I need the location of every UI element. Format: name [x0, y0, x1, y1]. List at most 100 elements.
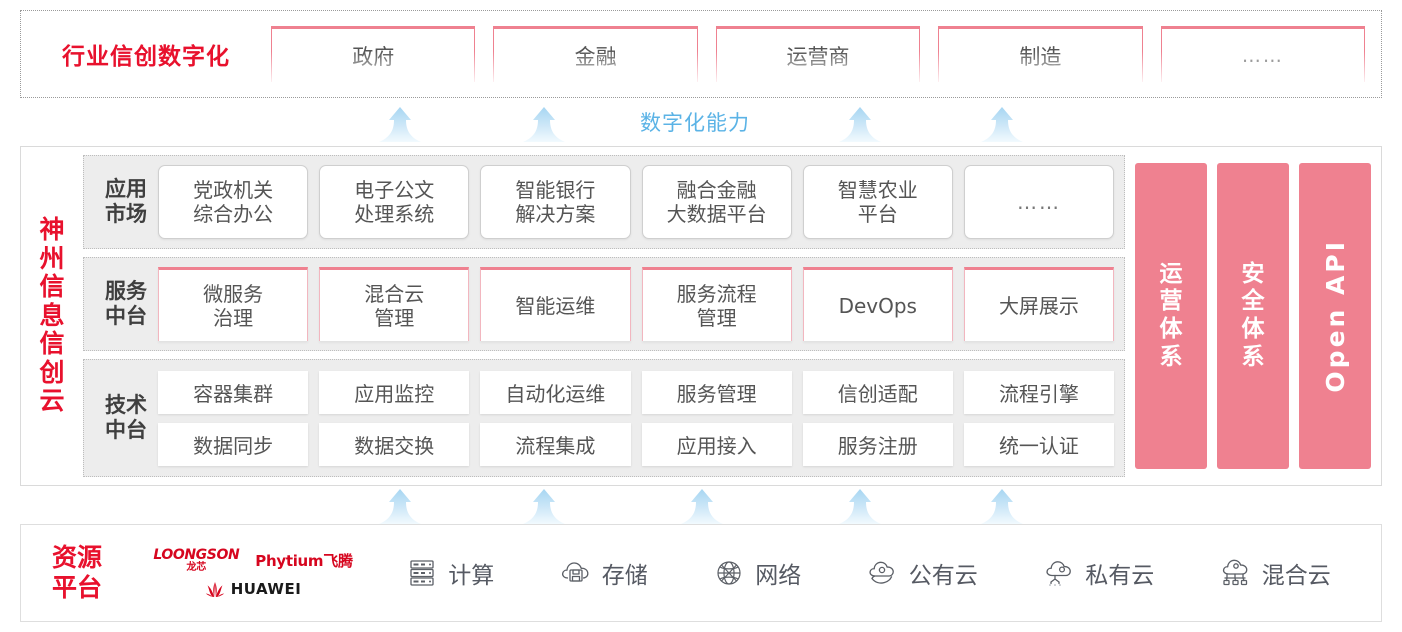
- pillar-label-char: 安: [1241, 260, 1265, 287]
- technical-card-grid: 容器集群 应用监控 自动化运维 服务管理 信创适配 流程引擎 数据同步 数据交换…: [158, 370, 1115, 466]
- pillar-label-char: 全: [1241, 288, 1265, 315]
- industry-box-label: ……: [1241, 44, 1284, 67]
- huawei-logo-text: HUAWEI: [230, 580, 302, 598]
- resource-item-private-cloud[interactable]: 私有云: [1042, 556, 1154, 590]
- pillar-open-api[interactable]: Open API: [1299, 163, 1371, 469]
- resource-item-public-cloud[interactable]: 公有云: [866, 556, 978, 590]
- industry-box-more[interactable]: ……: [1160, 26, 1366, 82]
- app-card-party-gov-office[interactable]: 党政机关 综合办公: [158, 165, 309, 239]
- huawei-flower-icon: [205, 581, 224, 597]
- industry-box-label: 政府: [352, 44, 395, 69]
- technical-card-row: 容器集群 应用监控 自动化运维 服务管理 信创适配 流程引擎: [158, 370, 1115, 414]
- layer-technical-middle-platform: 技术 中台 容器集群 应用监控 自动化运维 服务管理 信创适配 流程引擎 数据同…: [83, 359, 1125, 477]
- app-card-line1: 智慧农业: [837, 178, 918, 202]
- huawei-logo: HUAWEI: [205, 580, 302, 598]
- resource-item-list: 计算 存储 网络: [373, 556, 1381, 590]
- resource-item-label: 网络: [755, 563, 802, 589]
- vendor-logo-row: HUAWEI: [205, 580, 302, 598]
- industry-box-government[interactable]: 政府: [271, 26, 476, 82]
- pillar-security-system[interactable]: 安 全 体 系: [1217, 163, 1289, 469]
- up-arrow-icon: [378, 489, 422, 525]
- app-card-finance-bigdata-platform[interactable]: 融合金融 大数据平台: [641, 165, 792, 239]
- industry-box-finance[interactable]: 金融: [493, 26, 698, 82]
- cloud-title-char: 息: [39, 300, 65, 330]
- tech-card-data-exchange[interactable]: 数据交换: [319, 422, 470, 466]
- industry-box-telecom[interactable]: 运营商: [715, 26, 921, 82]
- tech-card-xinchuang-adaptation[interactable]: 信创适配: [802, 370, 953, 414]
- loongson-logo: LOONGSON 龙芯: [153, 548, 239, 573]
- pillar-operations-system[interactable]: 运 营 体 系: [1135, 163, 1207, 469]
- private-cloud-icon: [1046, 561, 1072, 586]
- industry-box-manufacturing[interactable]: 制造: [938, 26, 1143, 82]
- layer-label-application-market: 应用 市场: [94, 177, 158, 227]
- network-icon: [717, 561, 741, 585]
- app-card-smart-agriculture-platform[interactable]: 智慧农业 平台: [802, 165, 953, 239]
- vendor-logo-list: LOONGSON 龙芯 Phytium飞腾 HUAWEI: [133, 548, 373, 598]
- loongson-logo-en: LOONGSON: [153, 547, 240, 563]
- service-card-service-process-management[interactable]: 服务流程 管理: [641, 267, 792, 341]
- up-arrow-icon: [378, 107, 422, 143]
- app-card-line2: 处理系统: [354, 202, 435, 226]
- pillar-label: 安 全 体 系: [1242, 261, 1265, 371]
- app-card-e-document-system[interactable]: 电子公文 处理系统: [319, 165, 470, 239]
- layer-label-line: 市场: [105, 202, 147, 226]
- up-arrow-icon: [980, 489, 1024, 525]
- up-arrow-icon: [838, 107, 882, 143]
- resource-item-compute[interactable]: 计算: [405, 556, 494, 590]
- pillar-label-char: 体: [1159, 316, 1183, 342]
- industry-box-list: 政府 金融 运营商 制造 ……: [271, 26, 1381, 82]
- service-card-large-screen-display[interactable]: 大屏展示: [963, 267, 1115, 341]
- tech-card-application-monitoring[interactable]: 应用监控: [319, 370, 470, 414]
- app-card-line1: 电子公文: [354, 178, 435, 202]
- tech-card-container-cluster[interactable]: 容器集群: [158, 370, 309, 414]
- service-card-list: 微服务 治理 混合云 管理 智能运维: [158, 267, 1115, 341]
- layer-label-line: 服务: [105, 279, 147, 304]
- app-card-smart-bank-solution[interactable]: 智能银行 解决方案: [480, 165, 631, 239]
- hybrid-cloud-icon: [1222, 559, 1248, 586]
- technical-card-row: 数据同步 数据交换 流程集成 应用接入 服务注册 统一认证: [158, 422, 1115, 466]
- service-card-microservice-governance[interactable]: 微服务 治理: [158, 267, 309, 341]
- cloud-section-body: 应用 市场 党政机关 综合办公 电子公文 处理系统: [83, 147, 1381, 485]
- up-arrow-icon: [522, 489, 566, 525]
- app-card-line1: 党政机关: [193, 178, 274, 202]
- service-card-devops[interactable]: DevOps: [802, 267, 953, 341]
- service-card-line2: 治理: [213, 305, 254, 330]
- up-arrow-icon: [680, 489, 724, 525]
- layer-label-service-middle-platform: 服务 中台: [94, 279, 158, 329]
- app-card-line2: 综合办公: [193, 202, 274, 226]
- resource-item-label: 公有云: [908, 563, 978, 589]
- resource-item-label: 存储: [601, 563, 648, 589]
- tech-card-process-integration[interactable]: 流程集成: [480, 422, 631, 466]
- cloud-title-char: 信: [39, 272, 65, 302]
- service-card-line1: 微服务: [203, 281, 264, 306]
- tech-card-service-registration[interactable]: 服务注册: [802, 422, 953, 466]
- service-card-line1: 大屏展示: [998, 293, 1079, 318]
- layer-service-middle-platform: 服务 中台 微服务 治理 混合云 管理: [83, 257, 1125, 351]
- layer-label-line: 中台: [105, 304, 147, 328]
- layer-label-line: 技术: [105, 393, 147, 418]
- layer-application-market: 应用 市场 党政机关 综合办公 电子公文 处理系统: [83, 155, 1125, 249]
- app-card-line2: 平台: [857, 202, 898, 226]
- service-card-intelligent-ops[interactable]: 智能运维: [480, 267, 631, 341]
- loongson-logo-cn: 龙芯: [186, 562, 207, 573]
- resource-item-network[interactable]: 网络: [712, 556, 801, 590]
- tech-card-application-access[interactable]: 应用接入: [641, 422, 792, 466]
- service-card-line2: 管理: [696, 305, 737, 330]
- tech-card-unified-authentication[interactable]: 统一认证: [963, 422, 1115, 466]
- pillar-label-char: 系: [1159, 343, 1183, 370]
- service-card-hybrid-cloud-management[interactable]: 混合云 管理: [319, 267, 470, 341]
- resource-support-arrow-row: [0, 487, 1402, 525]
- tech-card-automated-ops[interactable]: 自动化运维: [480, 370, 631, 414]
- pillar-label-char: 体: [1241, 316, 1265, 342]
- tech-card-process-engine[interactable]: 流程引擎: [963, 370, 1115, 414]
- industry-box-label: 金融: [574, 44, 617, 69]
- tech-card-data-sync[interactable]: 数据同步: [158, 422, 309, 466]
- service-card-line1: DevOps: [838, 293, 917, 318]
- tech-card-service-management[interactable]: 服务管理: [641, 370, 792, 414]
- resource-item-storage[interactable]: 存储: [559, 556, 648, 590]
- resource-item-hybrid-cloud[interactable]: 混合云: [1219, 556, 1331, 590]
- app-card-more[interactable]: ……: [963, 165, 1115, 239]
- layer-label-technical-middle-platform: 技术 中台: [94, 393, 158, 443]
- resource-platform-section: 资源 平台 LOONGSON 龙芯 Phytium飞腾 HUAWEI: [20, 524, 1382, 622]
- pillar-label-char: 营: [1159, 288, 1183, 315]
